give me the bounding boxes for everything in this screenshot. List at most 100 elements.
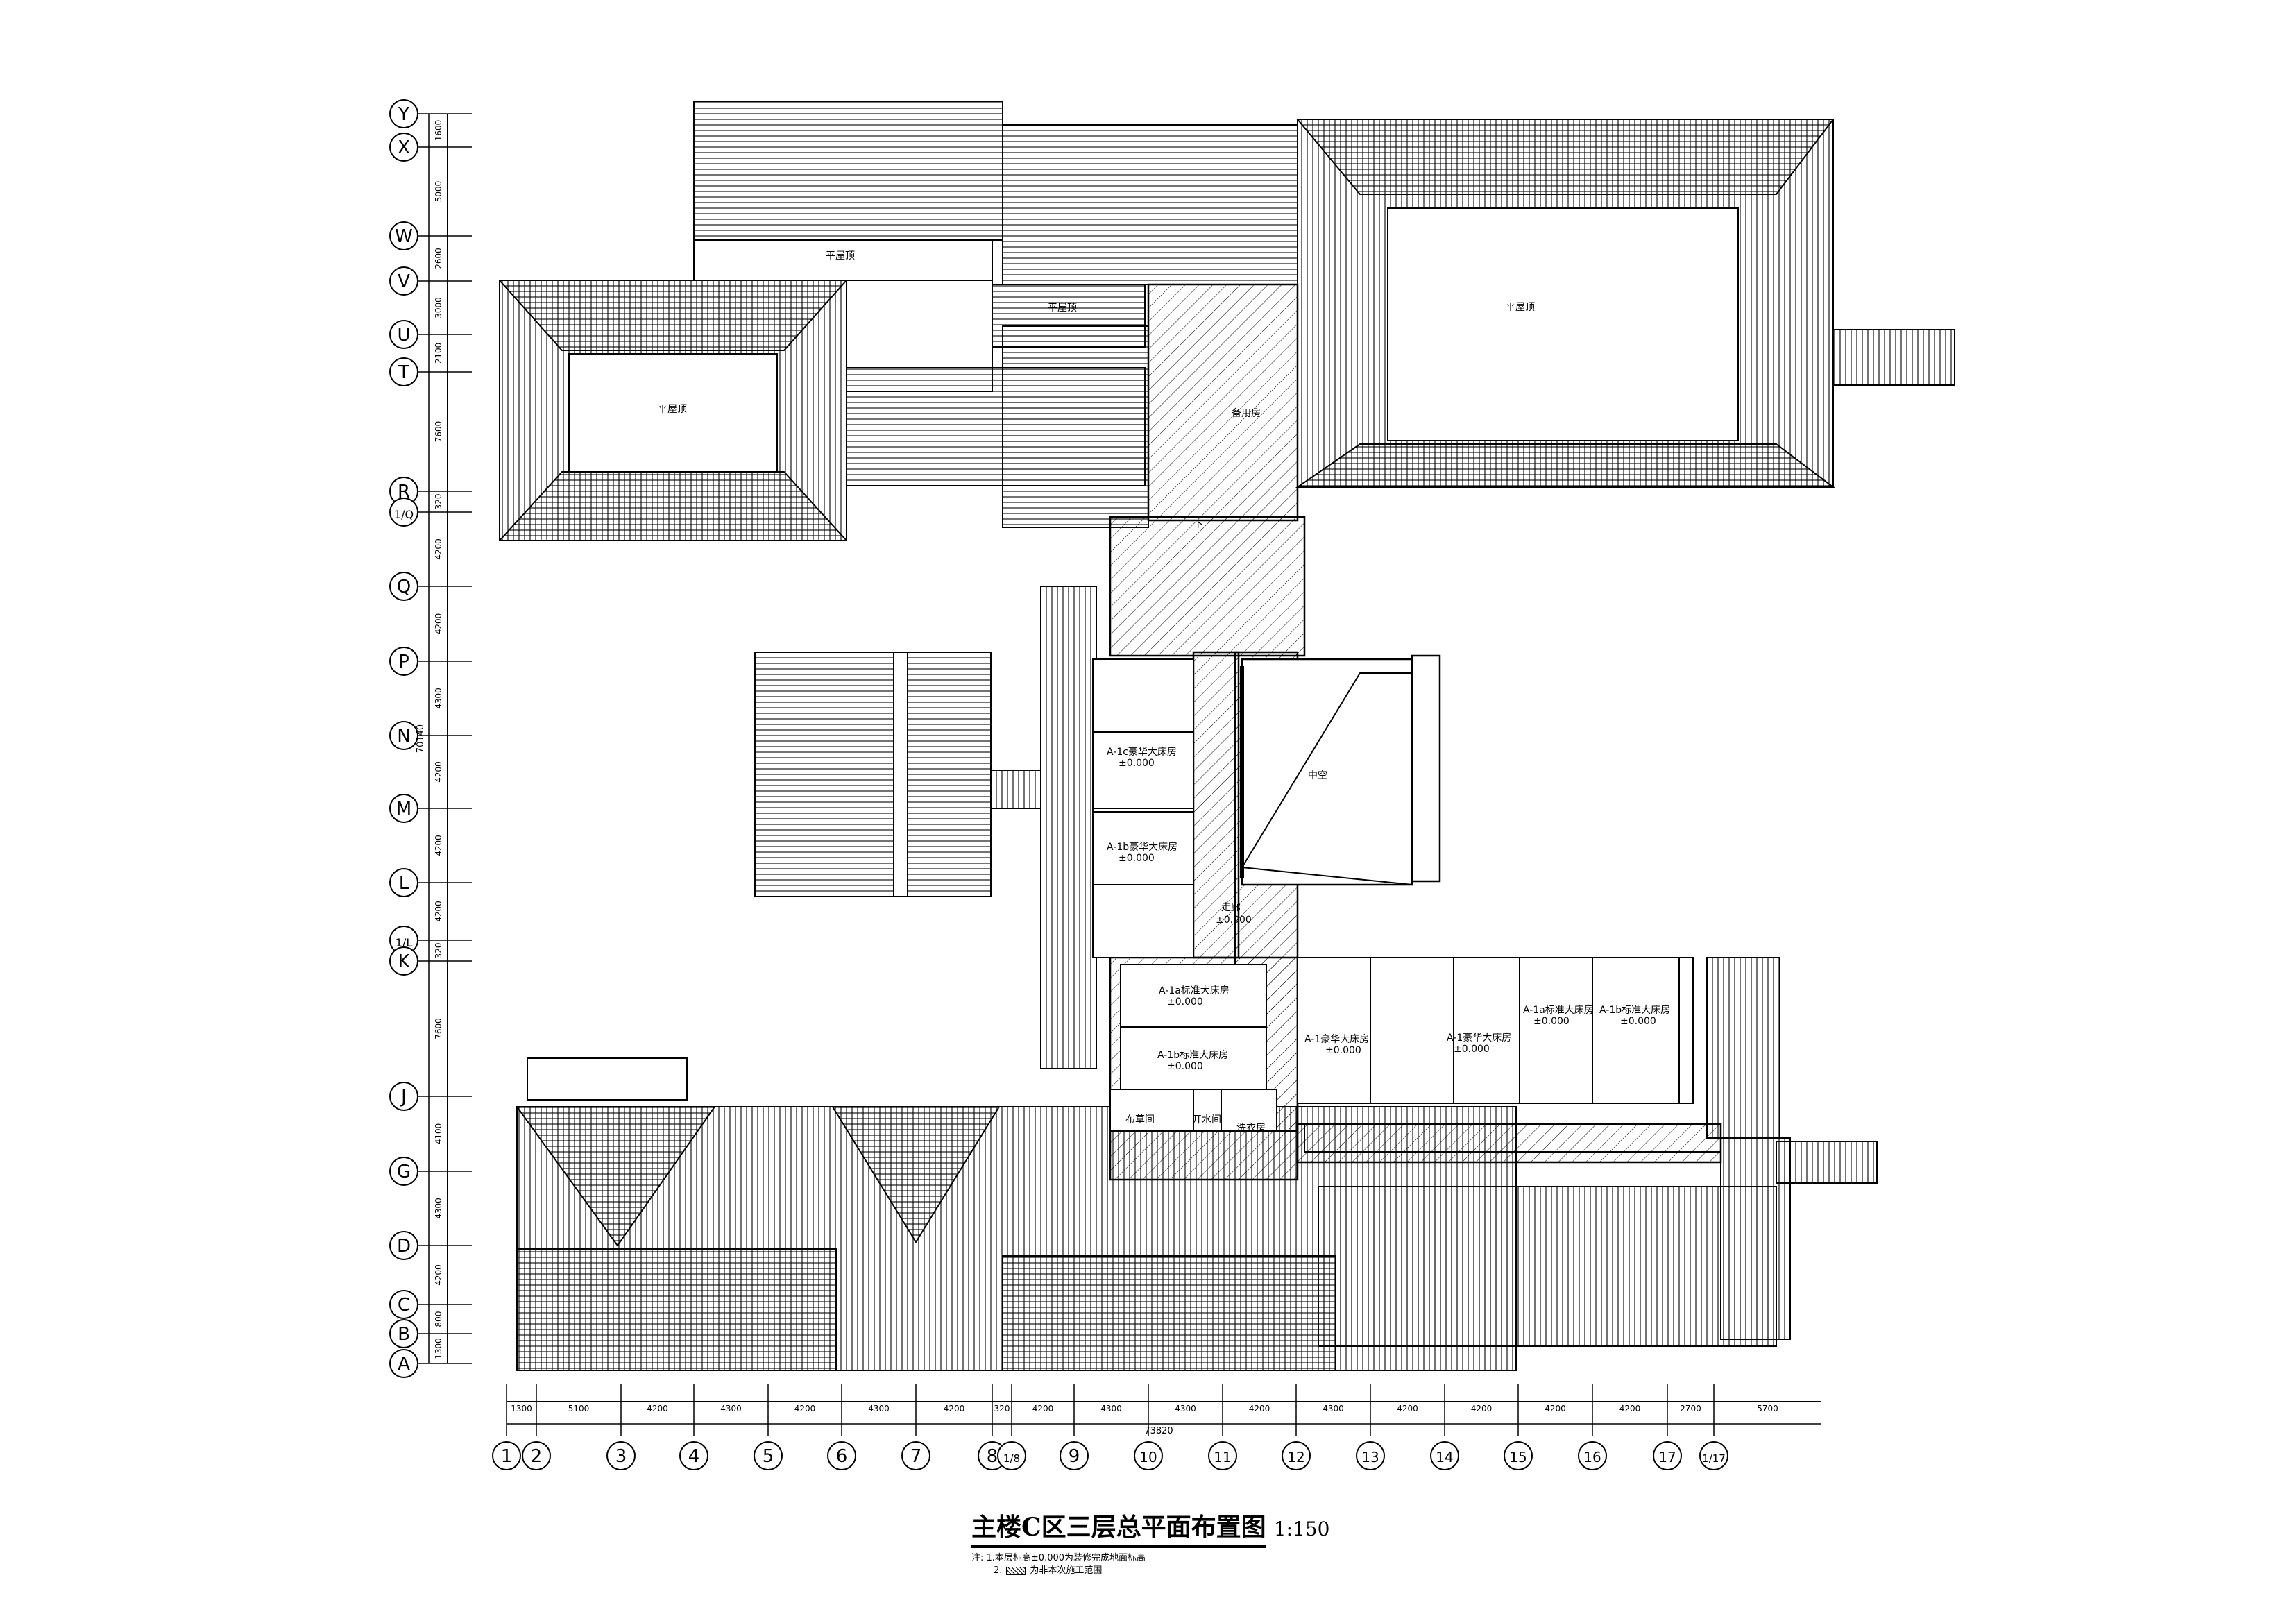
room-elevation: ±0.000 [1167,1061,1203,1072]
column-grid-label: 2 [531,1446,543,1467]
column-total-dimension: 73820 [1144,1426,1173,1436]
row-dimension: 4200 [434,1264,443,1286]
column-grid-label: 7 [910,1446,922,1467]
drawing-scale: 1:150 [1273,1518,1330,1540]
row-grid-bubble [389,99,418,128]
row-grid-label: 1/Q [394,508,414,521]
plan-labels: 平屋顶 平屋顶 平屋顶 平屋顶 备用房 中空 走廊 ±0.000 下 A-1c豪… [658,250,1670,1134]
room-label: A-1c豪华大床房 [1107,747,1177,758]
row-dimension: 4200 [434,538,443,560]
row-grid-label: V [398,271,410,292]
column-grid-label: 8 [987,1446,998,1467]
room-label: A-1豪华大床房 [1304,1034,1369,1045]
row-grid-label: B [398,1324,410,1345]
row-dimension: 4200 [434,761,443,783]
spare-room-label: 备用房 [1232,407,1261,419]
guest-rooms-west [1092,658,1277,1132]
column-dimension: 4300 [720,1404,742,1413]
column-grid-label: 9 [1069,1446,1080,1467]
column-grid-bubble [1282,1441,1311,1470]
column-dimension: 4200 [647,1404,668,1413]
room-label: A-1a标准大床房 [1159,985,1230,996]
room-elevation: ±0.000 [1119,853,1155,864]
column-grid-label: 16 [1583,1449,1601,1465]
note-2: 2. 为非本次施工范围 [971,1565,1665,1577]
row-dimension: 3000 [434,297,443,318]
row-grid-bubble [389,572,418,601]
column-dimension: 4300 [1175,1404,1196,1413]
corridor-elevation: ±0.000 [1216,915,1252,926]
row-dimension: 2600 [434,248,443,269]
room-elevation: ±0.000 [1119,758,1155,769]
row-grid-bubble [389,868,418,897]
room-elevation: ±0.000 [1454,1044,1490,1055]
column-grid-label: 15 [1509,1449,1527,1465]
row-grid-label: K [398,951,410,972]
row-grid-label: T [398,362,409,383]
row-grid-bubble [389,133,418,162]
note-2-text: 为非本次施工范围 [1030,1565,1103,1576]
row-grid-bubble [389,647,418,676]
corridor-label: 走廊 [1221,901,1241,913]
row-grid-axis: YXWVUTR1/QQPNML1/LKJGDCBA160050002600300… [389,99,472,1378]
room-label: A-1b标准大床房 [1157,1050,1228,1061]
row-grid-label: N [397,726,410,747]
row-dimension: 5000 [434,181,443,203]
row-dimension: 4200 [434,901,443,922]
column-grid-label: 1 [501,1446,513,1467]
room-label: A-1b标准大床房 [1599,1005,1670,1016]
service-room-label: 布草间 [1125,1114,1155,1125]
row-grid-bubble [389,1319,418,1348]
row-grid-bubble [389,1231,418,1260]
column-dimension: 4200 [1032,1404,1054,1413]
row-grid-bubble [389,1157,418,1186]
column-dimension: 4200 [1545,1404,1566,1413]
row-dimension: 4300 [434,1198,443,1219]
note-1: 注: 1.本层标高±0.000为装修完成地面标高 [971,1553,1146,1563]
column-grid-bubble [1208,1441,1237,1470]
row-grid-bubble [389,1290,418,1319]
column-grid-bubble [1699,1441,1728,1470]
row-grid-label: R [398,482,410,502]
row-grid-bubble [389,498,418,527]
drawing-notes: 注: 1.本层标高±0.000为装修完成地面标高 2. 为非本次施工范围 [971,1552,1665,1577]
row-grid-bubble [389,320,418,349]
row-dimension: 800 [434,1311,443,1327]
row-dimension: 320 [434,494,443,510]
row-dimension: 4300 [434,688,443,709]
column-grid-bubble [1060,1441,1089,1470]
linen-room-label: 洗衣房 [1236,1123,1266,1134]
column-grid-label: 5 [763,1446,774,1467]
row-grid-label: A [398,1354,410,1375]
row-grid-bubble [389,946,418,976]
column-dimension: 5100 [568,1404,590,1413]
note-2-number: 2. [994,1565,1003,1576]
row-grid-label: Q [397,577,411,597]
column-grid-bubble [1356,1441,1385,1470]
column-grid-label: 11 [1214,1449,1231,1465]
column-grid-bubble [679,1441,708,1470]
row-grid-bubble [389,357,418,386]
row-dimension: 1300 [434,1338,443,1359]
row-dimension: 7600 [434,1018,443,1039]
flat-roof-label: 平屋顶 [1048,303,1077,314]
row-grid-label: C [398,1295,410,1316]
column-dimension: 4300 [1100,1404,1122,1413]
room-elevation: ±0.000 [1620,1016,1656,1027]
row-grid-label: M [396,799,411,819]
row-grid-label: 1/L [396,936,413,949]
row-grid-label: L [399,873,409,894]
row-grid-bubble [389,1082,418,1111]
guest-rooms-east [1297,957,1721,1153]
flat-roof-label: 平屋顶 [826,250,855,262]
column-dimension: 4200 [1397,1404,1418,1413]
column-dimension: 4200 [1249,1404,1270,1413]
column-grid-bubble [1653,1441,1682,1470]
column-grid-label: 13 [1361,1449,1379,1465]
column-grid-label: 14 [1436,1449,1453,1465]
column-grid-bubble [754,1441,783,1470]
room-elevation: ±0.000 [1167,996,1203,1008]
row-grid-bubble [389,794,418,823]
water-room-label: 开水间 [1192,1114,1221,1125]
room-elevation: ±0.000 [1325,1045,1361,1056]
